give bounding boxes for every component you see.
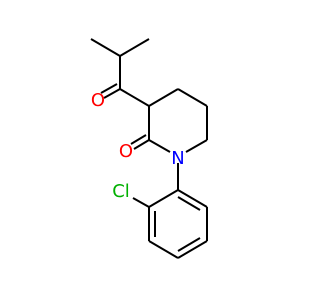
bond-n-c2 [148,139,171,153]
bond-ar4-ar5 [177,240,208,259]
atom-oxygen-ketone: O [91,90,105,111]
bond-ar6-ar1 [177,189,208,208]
bond-ketone-co-1 [103,88,121,99]
bond-carbonyl-c3 [119,88,150,107]
bond-ar3-ar4 [148,240,179,259]
bond-methyl1-ch [90,38,121,57]
atom-nitrogen: N [171,148,184,169]
bond-c4-c5 [177,88,208,107]
bond-c3-c4 [148,88,179,107]
bond-ar1-ar2 [148,189,179,208]
bond-ar-cl [132,197,150,208]
atom-chlorine: Cl [112,181,130,202]
bond-ketone-co-2 [100,83,118,94]
atom-oxygen-amide: O [119,141,133,162]
bond-methyl2-ch [119,38,150,57]
molecule-diagram: O O N Cl [90,38,208,259]
bond-c6-n [185,139,208,153]
bond-ar-inner-3 [177,196,201,211]
bond-ar-inner-2 [177,237,201,252]
bond-amide-co-1 [133,139,150,150]
bond-amide-co-2 [130,134,147,145]
